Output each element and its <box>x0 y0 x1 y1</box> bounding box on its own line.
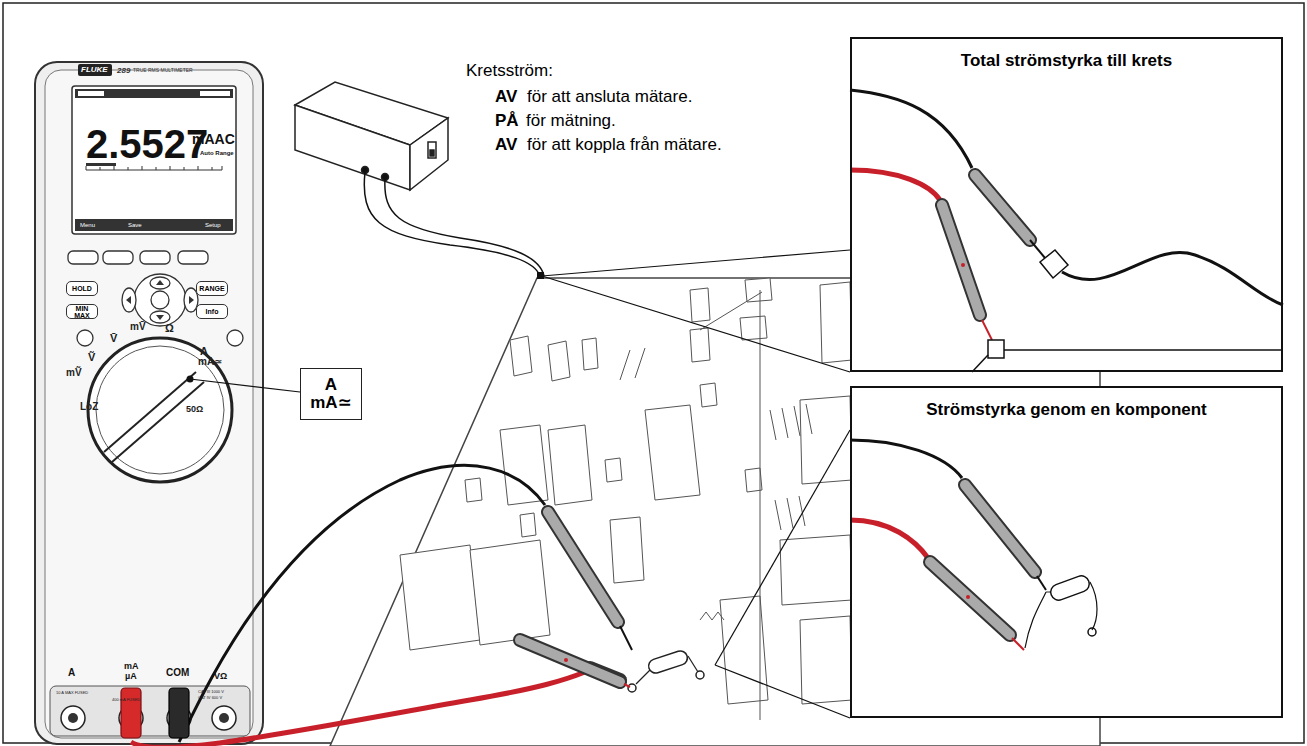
minmax-button: MIN MAX <box>66 304 98 319</box>
state-word: PÅ <box>495 112 519 129</box>
safety-rating: CAT IV 600 V <box>198 696 222 700</box>
leader-lines <box>542 250 850 718</box>
red-plug <box>121 688 141 738</box>
inset-total-current <box>850 90 1283 372</box>
fuse-rating: 10 A MAX FUSED <box>56 691 88 695</box>
black-plug <box>169 688 189 738</box>
resistor-symbols <box>620 348 812 620</box>
softkey-label: Save <box>128 222 142 228</box>
terminal-label: COM <box>166 668 189 678</box>
board-components <box>400 278 852 720</box>
state-word: AV <box>495 136 517 153</box>
terminal-label: A <box>68 668 75 678</box>
inset-box: Strömstyrka genom en komponent <box>850 386 1283 718</box>
dial-label: mA≃ <box>198 357 223 367</box>
reading-value: 2.5527 <box>86 124 208 164</box>
dial-label: mV̄ <box>130 322 146 332</box>
inset-background <box>850 386 1283 718</box>
inset-title: Total strömstyrka till krets <box>852 51 1281 71</box>
probed-component <box>628 649 704 692</box>
fuse-rating: 400 mA FUSED <box>112 698 140 702</box>
supply-wire <box>385 179 544 276</box>
safety-rating: CAT III 1000 V <box>198 690 224 694</box>
inset-box: Total strömstyrka till krets <box>850 37 1283 372</box>
multimeter <box>35 62 300 744</box>
dial-label: LoZ <box>80 402 98 412</box>
black-test-lead <box>179 465 545 742</box>
dial-label: Ṽ <box>88 352 95 363</box>
model-number: 289 <box>117 67 130 75</box>
dial-label: Ω <box>165 323 174 334</box>
dial-label: 50Ω <box>186 405 203 414</box>
range-button: RANGE <box>196 281 228 296</box>
dial-label: A <box>200 346 208 357</box>
node-text: Info <box>206 308 219 315</box>
dial-label: V̄ <box>110 333 117 344</box>
inset-background <box>850 37 1283 372</box>
node-text: HOLD <box>72 285 92 292</box>
terminal-label: mA <box>124 662 139 671</box>
dial-label: mṼ <box>66 368 82 378</box>
state-word: AV <box>495 88 517 105</box>
terminal-label: VΩ <box>214 672 227 681</box>
supply-wire <box>364 172 540 276</box>
power-supply <box>295 82 448 190</box>
hold-button: HOLD <box>66 281 98 296</box>
model-name: TRUE RMS MULTIMETER <box>133 68 193 73</box>
terminal-label: µA <box>125 672 137 681</box>
circuit-note: för att koppla från mätare. <box>527 136 722 153</box>
circuit-note: för mätning. <box>526 112 616 129</box>
node-text: A mA≃ <box>305 376 357 412</box>
reading-unit: mAAC <box>192 132 235 146</box>
range-status: Auto Range <box>200 150 234 156</box>
red-test-lead <box>131 672 585 746</box>
circuit-note: för att ansluta mätare. <box>527 88 692 105</box>
inset-title: Strömstyrka genom en komponent <box>852 400 1281 420</box>
softkey-label: Setup <box>205 222 221 228</box>
info-button: Info <box>196 304 228 319</box>
node-text: RANGE <box>199 285 224 292</box>
node-text: MIN MAX <box>67 305 97 319</box>
brand-name: FLUKE <box>81 66 108 74</box>
circuit-note: Kretsström: <box>466 62 553 79</box>
softkey-label: Menu <box>80 222 95 228</box>
inset-component-current <box>850 440 1097 650</box>
function-callout: A mA≃ <box>300 368 362 420</box>
probes <box>520 512 632 687</box>
